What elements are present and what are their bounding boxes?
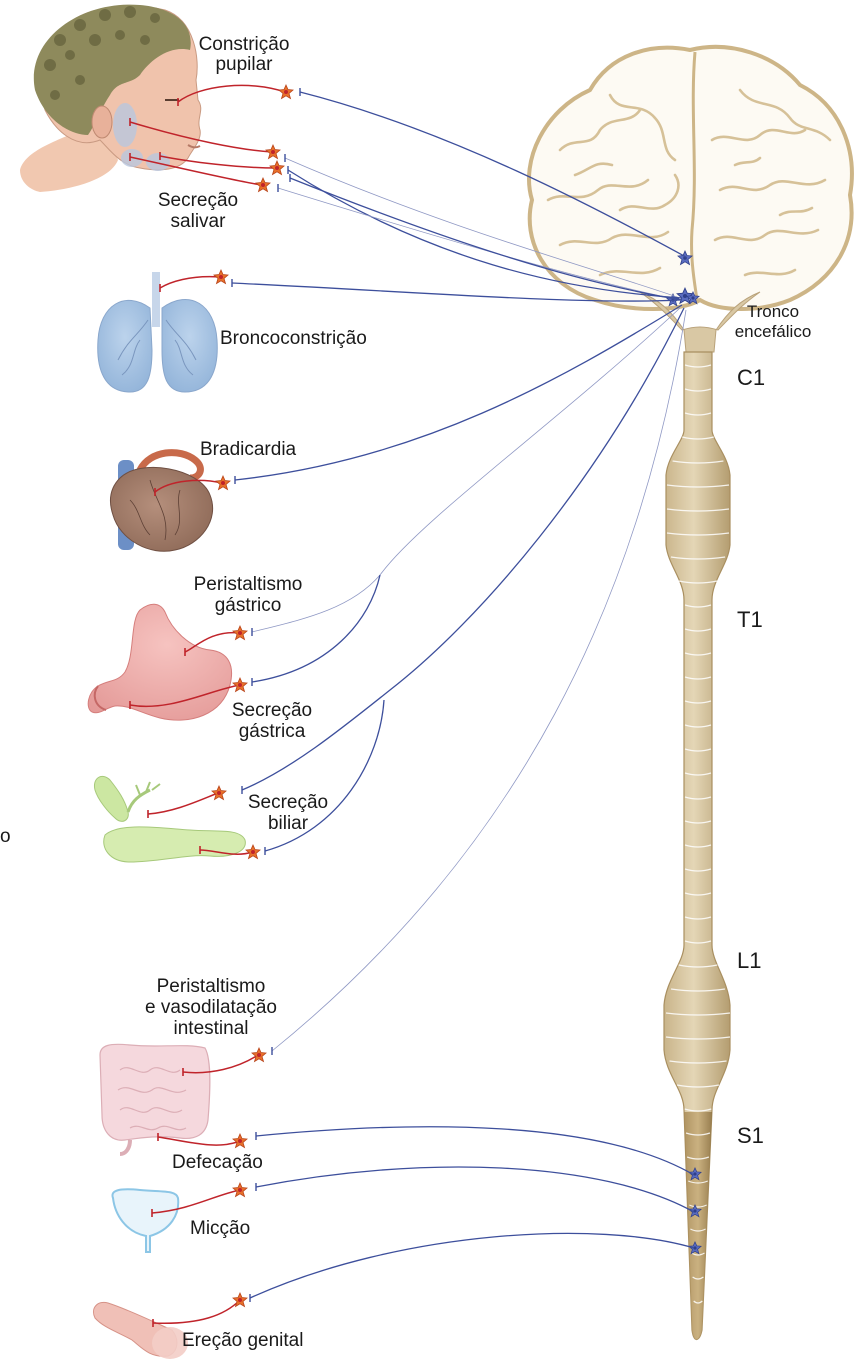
- ganglion-icon: [246, 845, 260, 859]
- brain-icon: [529, 47, 852, 309]
- label-secrecao-gastrica-1: Secreção: [232, 700, 312, 721]
- label-miccao: Micção: [190, 1218, 250, 1239]
- label-tronco-encefalico-2: encefálico: [735, 322, 812, 341]
- penis-icon: [93, 1302, 188, 1359]
- ganglion-icon: [266, 145, 280, 159]
- label-peristaltismo-intestinal-1: Peristaltismo: [157, 976, 266, 997]
- ganglion-icon: [233, 678, 247, 692]
- ganglion-icon: [233, 1183, 247, 1197]
- ganglion-icon: [212, 786, 226, 800]
- label-secrecao-gastrica-2: gástrica: [239, 721, 306, 742]
- label-tronco-encefalico-1: Tronco: [747, 302, 799, 321]
- label-secrecao-biliar-1: Secreção: [248, 792, 328, 813]
- label-peristaltismo-intestinal-2: e vasodilatação: [145, 997, 277, 1018]
- label-constricao-pupilar-2: pupilar: [215, 54, 273, 75]
- label-constricao-pupilar-1: Constrição: [199, 34, 290, 55]
- spinal-level-t1: T1: [737, 607, 763, 632]
- intestine-icon: [100, 1044, 210, 1154]
- label-peristaltismo-intestinal-3: intestinal: [174, 1018, 249, 1039]
- label-secrecao-biliar-2: biliar: [268, 813, 309, 834]
- ganglion-icon: [252, 1048, 266, 1062]
- ganglion-icon: [214, 270, 228, 284]
- ganglion-icon: [233, 1134, 247, 1148]
- ganglion-icon: [216, 476, 230, 490]
- ganglion-icon: [279, 85, 293, 99]
- spinal-cord-icon: [640, 292, 760, 1339]
- ganglion-icon: [256, 178, 270, 192]
- label-broncoconstricao: Broncoconstrição: [220, 328, 367, 349]
- ganglion-icon: [233, 626, 247, 640]
- bladder-icon: [112, 1189, 178, 1252]
- lungs-icon: [98, 272, 218, 392]
- label-secrecao-salivar-1: Secreção: [158, 190, 238, 211]
- label-peristaltismo-gastrico-2: gástrico: [215, 595, 282, 616]
- label-erecao-genital: Ereção genital: [182, 1330, 303, 1351]
- ganglion-icon: [270, 161, 284, 175]
- head-icon: [20, 5, 201, 192]
- heart-icon: [110, 453, 212, 552]
- spinal-level-s1: S1: [737, 1123, 764, 1148]
- label-bradicardia: Bradicardia: [200, 439, 297, 460]
- gallbladder-pancreas-icon: [94, 776, 245, 862]
- label-edge-fragment: o: [0, 826, 11, 847]
- label-secrecao-salivar-2: salivar: [171, 211, 227, 232]
- spinal-level-c1: C1: [737, 365, 765, 390]
- label-defecacao: Defecação: [172, 1152, 263, 1173]
- spinal-level-l1: L1: [737, 948, 761, 973]
- stomach-icon: [88, 604, 231, 720]
- label-peristaltismo-gastrico-1: Peristaltismo: [194, 574, 303, 595]
